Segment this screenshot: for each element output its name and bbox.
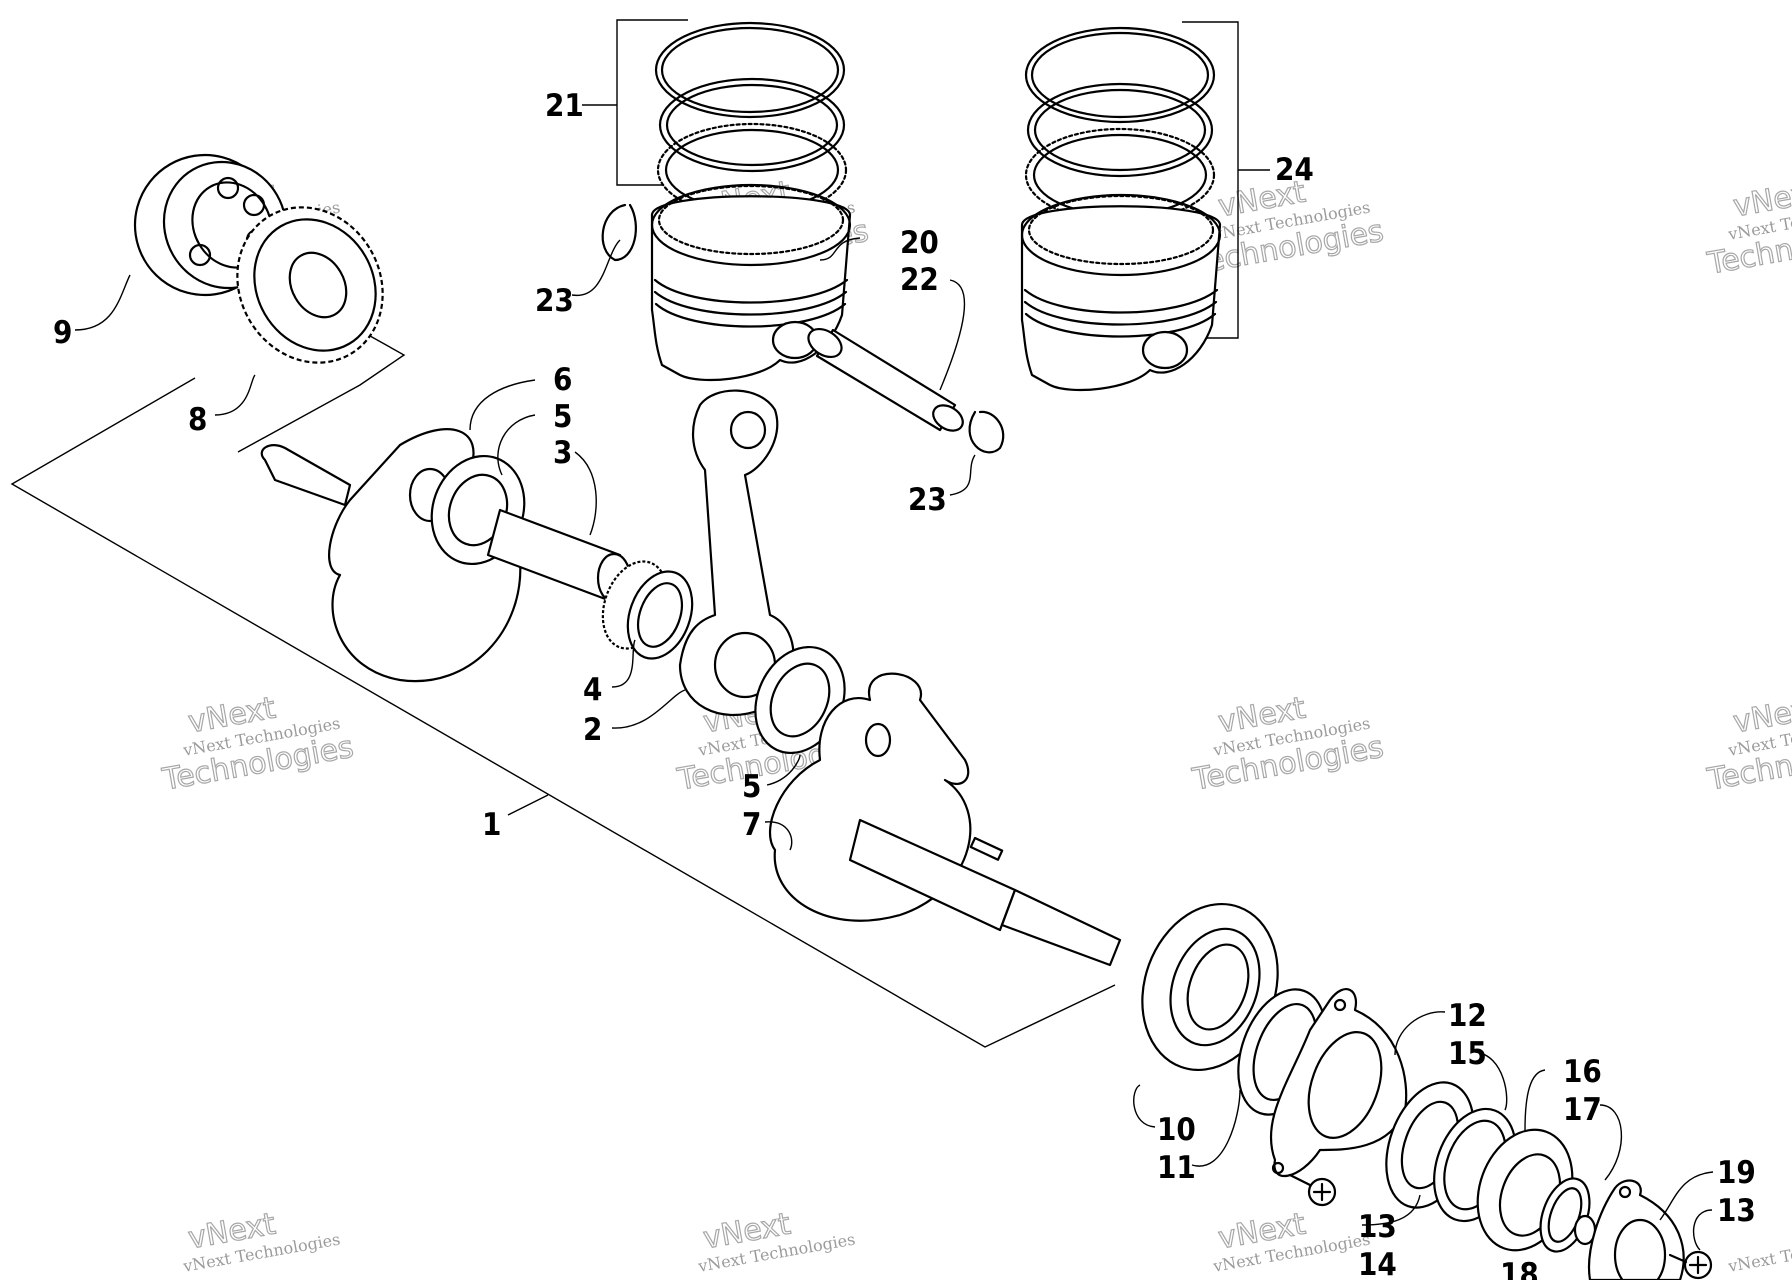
callout-23: 23 — [535, 283, 574, 319]
callout-6: 6 — [553, 362, 572, 398]
callout-13: 13 — [1717, 1193, 1756, 1229]
needle-bearing — [601, 560, 694, 660]
plate-screw-right — [1668, 1250, 1713, 1280]
leader-lines — [74, 104, 1714, 1251]
watermark: vNext vNext Technologies — [696, 1206, 857, 1276]
callout-18: 18 — [1500, 1257, 1539, 1280]
callout-24: 24 — [1275, 152, 1314, 188]
callout-22: 22 — [900, 262, 939, 298]
drive-gear — [236, 206, 384, 364]
callout-20: 20 — [900, 225, 939, 261]
callout-8: 8 — [188, 402, 207, 438]
o-ring — [1539, 1177, 1597, 1253]
seal-retainer-plate — [1587, 1179, 1685, 1280]
watermark: vNext Technologies — [1726, 1230, 1792, 1276]
piston-pin — [807, 327, 964, 432]
callout-1: 1 — [482, 807, 501, 843]
watermark: vNext vNext Technologies Technologies — [1704, 690, 1792, 798]
callout-10: 10 — [1157, 1112, 1196, 1148]
callout-4: 4 — [583, 672, 602, 708]
callout-labels: 21 24 20 22 23 23 9 8 6 5 3 4 2 5 7 1 12… — [53, 88, 1756, 1280]
callout-12: 12 — [1448, 998, 1487, 1034]
callout-15: 15 — [1448, 1036, 1487, 1072]
piston-left — [650, 183, 852, 382]
callout-21: 21 — [545, 88, 584, 124]
watermark: vNext vNext Technologies — [181, 1206, 342, 1276]
watermark: vNext vNext Technologies Technologies — [159, 690, 357, 798]
callout-19: 19 — [1717, 1155, 1756, 1191]
callout-11: 11 — [1157, 1150, 1196, 1186]
watermark-layer: vNext vNext Technologies Technologies vN… — [159, 174, 1792, 1276]
callout-3: 3 — [553, 435, 572, 471]
callout-9: 9 — [53, 315, 72, 351]
watermark: vNext vNext Technologies — [1211, 1206, 1372, 1276]
piston-ring-set-left — [616, 19, 848, 218]
watermark: vNext vNext Technologies Technologies — [1189, 690, 1387, 798]
plate-screw — [1288, 1173, 1337, 1207]
piston-right — [1020, 193, 1222, 392]
circlip-left — [601, 203, 637, 262]
callout-13: 13 — [1358, 1209, 1397, 1245]
callout-23: 23 — [908, 482, 947, 518]
crankshaft-right-half — [768, 672, 1122, 967]
callout-17: 17 — [1563, 1092, 1602, 1128]
bearing-retainer-plate — [1269, 988, 1408, 1178]
callout-5: 5 — [742, 769, 761, 805]
callout-2: 2 — [583, 712, 602, 748]
callout-5: 5 — [553, 399, 572, 435]
piston-ring-set-right — [1024, 21, 1270, 339]
circlip-right — [968, 410, 1005, 454]
watermark: vNext vNext Technologies Technologies — [1704, 174, 1792, 282]
callout-7: 7 — [742, 807, 761, 843]
callout-14: 14 — [1358, 1247, 1397, 1280]
svg-text:vNext Technologies: vNext Technologies — [1726, 1230, 1792, 1276]
callout-16: 16 — [1563, 1054, 1602, 1090]
